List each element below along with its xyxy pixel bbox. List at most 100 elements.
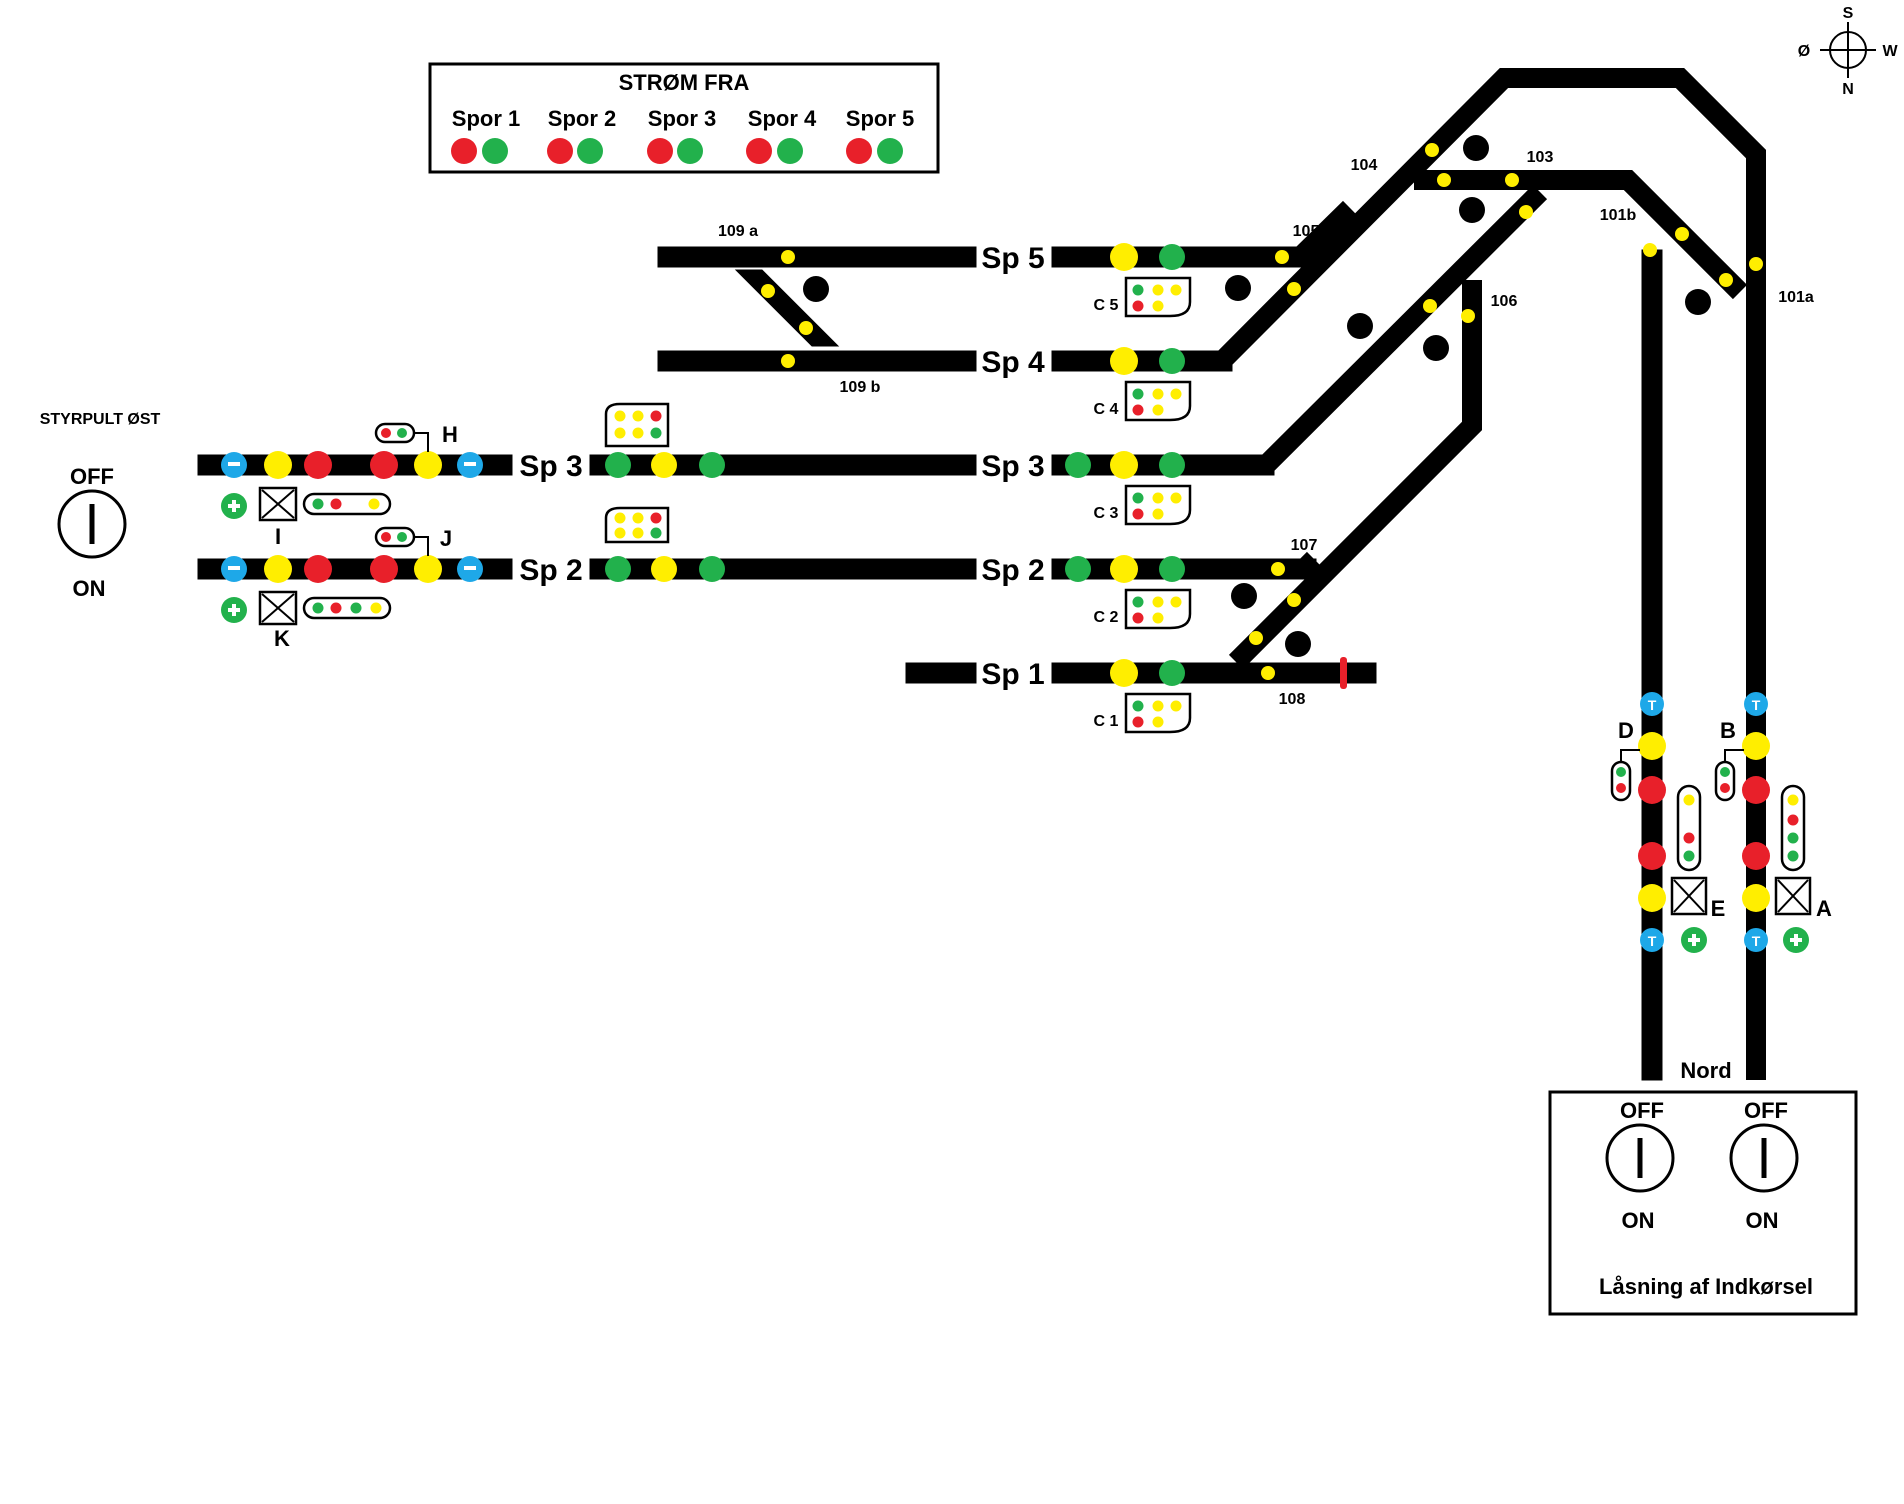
switch-101-button[interactable] [1685,289,1711,315]
signal-e-label: E [1711,896,1726,921]
switch-103-button[interactable] [1459,197,1485,223]
minus-icon [228,462,240,466]
switch-104-button[interactable] [1463,135,1489,161]
route-sp2-yellow-button[interactable] [1110,555,1138,583]
track-east-sp4 [1051,350,1233,372]
label-sp2: Sp 2 [981,554,1044,587]
power-spor-4-on-button[interactable] [777,138,803,164]
switch-lamp [1461,309,1475,323]
nord-right-on-label: ON [1746,1208,1779,1233]
switch-label-103: 103 [1527,149,1554,166]
signal-i-head [302,492,392,516]
switch-lamp [1287,282,1301,296]
label-sp3: Sp 3 [981,450,1044,483]
north-101a-red-button-bottom[interactable] [1742,842,1770,870]
west-sp2-red-button[interactable] [304,555,332,583]
power-spor-4-off-button[interactable] [746,138,772,164]
route-sp5-green-button[interactable] [1159,244,1185,270]
signal-b-label: B [1720,718,1736,743]
signal-boxes-c: C 5 C 4 C 3 C 2 C 1 [604,276,1192,734]
route-mid-sp2-yellow-button[interactable] [651,556,677,582]
track-103-101b [1414,170,1748,300]
signal-h-label: H [442,422,458,447]
switch-label-105: 105 [1293,223,1320,240]
west-sp2-yellow-button-j[interactable] [414,555,442,583]
switch-lamp [781,354,795,368]
power-spor-5-label: Spor 5 [846,106,914,131]
north-101a-t-button-bottom[interactable] [1744,928,1768,952]
route-mid-sp3-green-west-button[interactable] [605,452,631,478]
route-mid-sp2-green-east-button[interactable] [699,556,725,582]
nord-box-title: Låsning af Indkørsel [1599,1274,1813,1299]
power-spor-5-on-button[interactable] [877,138,903,164]
route-sp1-yellow-button[interactable] [1110,659,1138,687]
route-sp2-green-button[interactable] [1159,556,1185,582]
power-spor-2-on-button[interactable] [577,138,603,164]
track-mid-sp2 [589,558,977,580]
track-mid-sp1 [905,662,977,684]
north-101a-t-button-top[interactable] [1744,692,1768,716]
route-sp2-east-green-button[interactable] [1065,556,1091,582]
west-sp2-red-button-j[interactable] [370,555,398,583]
power-spor-4-label: Spor 4 [748,106,817,131]
nord-panel: Nord OFF ON OFF ON Låsning af Indkørsel [1548,1058,1858,1316]
power-spor-1-on-button[interactable] [482,138,508,164]
power-spor-5-off-button[interactable] [846,138,872,164]
signal-k-head [302,596,392,620]
north-101b-yellow-button-bottom[interactable] [1638,884,1666,912]
power-box: STRØM FRA Spor 1 Spor 2 Spor 3 Spor 4 Sp… [428,62,940,174]
route-sp1-green-button[interactable] [1159,660,1185,686]
power-spor-2-off-button[interactable] [547,138,573,164]
switch-lamp [781,250,795,264]
route-sp4-yellow-button[interactable] [1110,347,1138,375]
route-mid-sp2-green-west-button[interactable] [605,556,631,582]
signal-c1: C 1 [1094,692,1192,734]
switch-lamp [1675,227,1689,241]
north-101a-yellow-button-top[interactable] [1742,732,1770,760]
buffer-stop-sp1 [1340,657,1347,689]
switch-105-button[interactable] [1225,275,1251,301]
signal-c5: C 5 [1094,276,1192,318]
signal-mid-sp3-frame [604,402,670,448]
signal-c1-label: C 1 [1094,713,1119,730]
label-sp5: Sp 5 [981,242,1044,275]
west-sp3-yellow-button-h[interactable] [414,451,442,479]
west-sp2-yellow-button[interactable] [264,555,292,583]
route-sp3-east-green-button[interactable] [1065,452,1091,478]
power-spor-1-off-button[interactable] [451,138,477,164]
route-mid-sp3-green-east-button[interactable] [699,452,725,478]
west-sp3-red-button[interactable] [304,451,332,479]
route-sp5-yellow-button[interactable] [1110,243,1138,271]
north-101a-yellow-button-bottom[interactable] [1742,884,1770,912]
switch-107-button[interactable] [1231,583,1257,609]
track-106-sp1-diagonal [1228,280,1482,670]
styrpult-ost-title: STYRPULT ØST [40,411,161,428]
power-spor-1-label: Spor 1 [452,106,520,131]
route-sp3-yellow-button[interactable] [1110,451,1138,479]
route-mid-sp3-yellow-button[interactable] [651,452,677,478]
route-sp3-green-button[interactable] [1159,452,1185,478]
power-spor-3-on-button[interactable] [677,138,703,164]
west-sp3-red-button-h[interactable] [370,451,398,479]
north-101a-red-button-top[interactable] [1742,776,1770,804]
styrpult-ost-off-label: OFF [70,464,114,489]
signal-a-label: A [1816,896,1832,921]
north-101b-red-button-top[interactable] [1638,776,1666,804]
switch-106-button[interactable] [1423,335,1449,361]
switch-sp3-button[interactable] [1347,313,1373,339]
switch-109-button[interactable] [803,276,829,302]
track-sp3-diagonal [1258,184,1548,473]
north-101b-t-button-top[interactable] [1640,692,1664,716]
north-101b-red-button-bottom[interactable] [1638,842,1666,870]
route-sp4-green-button[interactable] [1159,348,1185,374]
switch-label-109a: 109 a [718,223,758,240]
switch-108-button[interactable] [1285,631,1311,657]
north-101b-t-button-bottom[interactable] [1640,928,1664,952]
power-spor-3-off-button[interactable] [647,138,673,164]
signal-c4: C 4 [1094,380,1192,422]
minus-icon [464,566,476,570]
compass-o: Ø [1798,43,1810,60]
west-sp3-yellow-button[interactable] [264,451,292,479]
signal-c3-label: C 3 [1094,505,1119,522]
north-101b-yellow-button-top[interactable] [1638,732,1666,760]
